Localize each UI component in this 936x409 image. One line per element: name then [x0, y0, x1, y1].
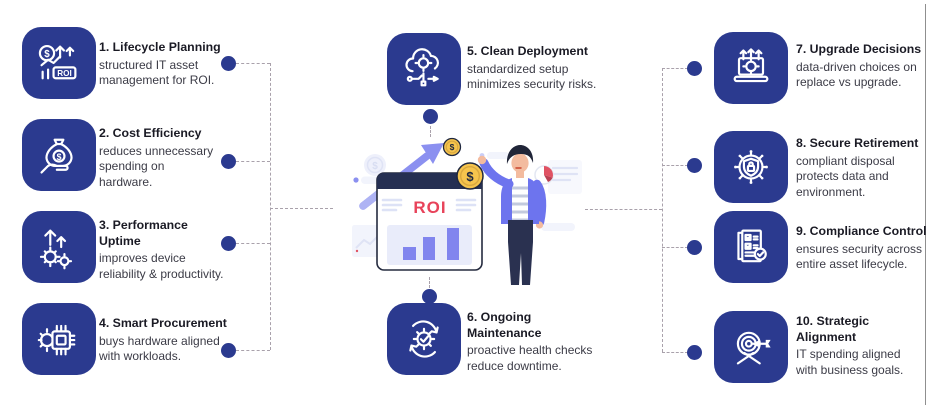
item-title: 6. Ongoing Maintenance — [467, 310, 542, 340]
connector-right-center — [585, 209, 662, 210]
svg-text:$: $ — [57, 152, 62, 162]
item-desc: structured IT asset management for ROI. — [99, 57, 215, 88]
tile-performance-uptime — [22, 211, 96, 283]
item-title: 2. Cost Efficiency — [99, 126, 202, 140]
tile-secure-retirement — [714, 131, 788, 203]
connector-right-vertical — [662, 68, 663, 352]
connector-dot-4 — [221, 343, 236, 358]
item-title: 9. Compliance Control — [796, 224, 927, 238]
connector-left-1 — [236, 63, 270, 64]
connector-dot-5 — [423, 109, 438, 124]
tile-strategic-alignment — [714, 311, 788, 383]
item-title: 7. Upgrade Decisions — [796, 42, 922, 56]
connector-right-10 — [662, 352, 688, 353]
cpu-gear-icon — [37, 324, 76, 356]
roi-illustration: $ ROI — [352, 137, 582, 285]
page-edge-line — [925, 4, 926, 405]
connector-right-8 — [662, 165, 688, 166]
item-desc: data-driven choices on replace vs upgrad… — [796, 59, 917, 90]
item-desc: compliant disposal protects data and env… — [796, 153, 895, 199]
connector-center-bottom — [429, 277, 430, 288]
tile-lifecycle-planning: $ ROI — [22, 27, 96, 99]
item-title: 3. Performance Uptime — [99, 218, 188, 248]
shield-lock-circuit-icon — [734, 150, 768, 184]
connector-left-4 — [236, 350, 270, 351]
tile-clean-deployment — [387, 33, 461, 105]
connector-dot-3 — [221, 236, 236, 251]
cloud-gear-network-icon — [405, 48, 439, 87]
item-title: 5. Clean Deployment — [467, 44, 588, 58]
roi-growth-chart-icon: $ ROI — [38, 45, 77, 80]
connector-dot-8 — [687, 158, 702, 173]
item-title: 1. Lifecycle Planning — [99, 40, 221, 54]
connector-dot-6 — [422, 289, 437, 304]
connector-left-vertical — [270, 63, 271, 350]
svg-text:ROI: ROI — [57, 69, 72, 78]
tile-cost-efficiency: $ — [22, 119, 96, 191]
connector-dot-2 — [221, 154, 236, 169]
connector-left-center — [270, 208, 333, 209]
item-desc: IT spending aligned with business goals. — [796, 347, 904, 378]
laptop-gear-arrows-icon — [733, 48, 769, 83]
small-coin-dollar: $ — [450, 142, 455, 152]
connector-dot-7 — [687, 61, 702, 76]
tile-upgrade-decisions — [714, 32, 788, 104]
connector-right-9 — [662, 247, 688, 248]
item-desc: buys hardware aligned with workloads. — [99, 333, 220, 364]
money-bag-hand-icon: $ — [40, 138, 73, 174]
checklist-document-icon — [737, 229, 767, 263]
target-arrow-icon — [736, 331, 771, 365]
connector-right-7 — [662, 68, 688, 69]
roi-window-label: ROI — [413, 198, 446, 217]
tile-compliance-control — [714, 211, 788, 283]
connector-left-3 — [236, 243, 270, 244]
connector-left-2 — [236, 161, 270, 162]
connector-dot-1 — [221, 56, 236, 71]
item-desc: standardized setup minimizes security ri… — [467, 61, 597, 92]
item-desc: ensures security across entire asset lif… — [796, 241, 923, 272]
item-title: 8. Secure Retirement — [796, 136, 919, 150]
sync-gear-check-icon — [409, 320, 439, 358]
gears-up-arrows-icon — [39, 229, 73, 270]
tile-smart-procurement — [22, 303, 96, 375]
item-title: 10. Strategic Alignment — [796, 314, 870, 344]
svg-text:$: $ — [44, 49, 50, 60]
tile-ongoing-maintenance — [387, 303, 461, 375]
item-desc: reduces unnecessary spending on hardware… — [99, 143, 214, 189]
connector-center-top — [430, 126, 431, 137]
connector-dot-10 — [687, 345, 702, 360]
item-desc: improves device reliability & productivi… — [99, 251, 224, 282]
big-coin-dollar: $ — [466, 169, 474, 184]
item-desc: proactive health checks reduce downtime. — [467, 343, 593, 374]
faded-coin-dollar: $ — [372, 161, 378, 172]
item-title: 4. Smart Procurement — [99, 316, 227, 330]
connector-dot-9 — [687, 240, 702, 255]
